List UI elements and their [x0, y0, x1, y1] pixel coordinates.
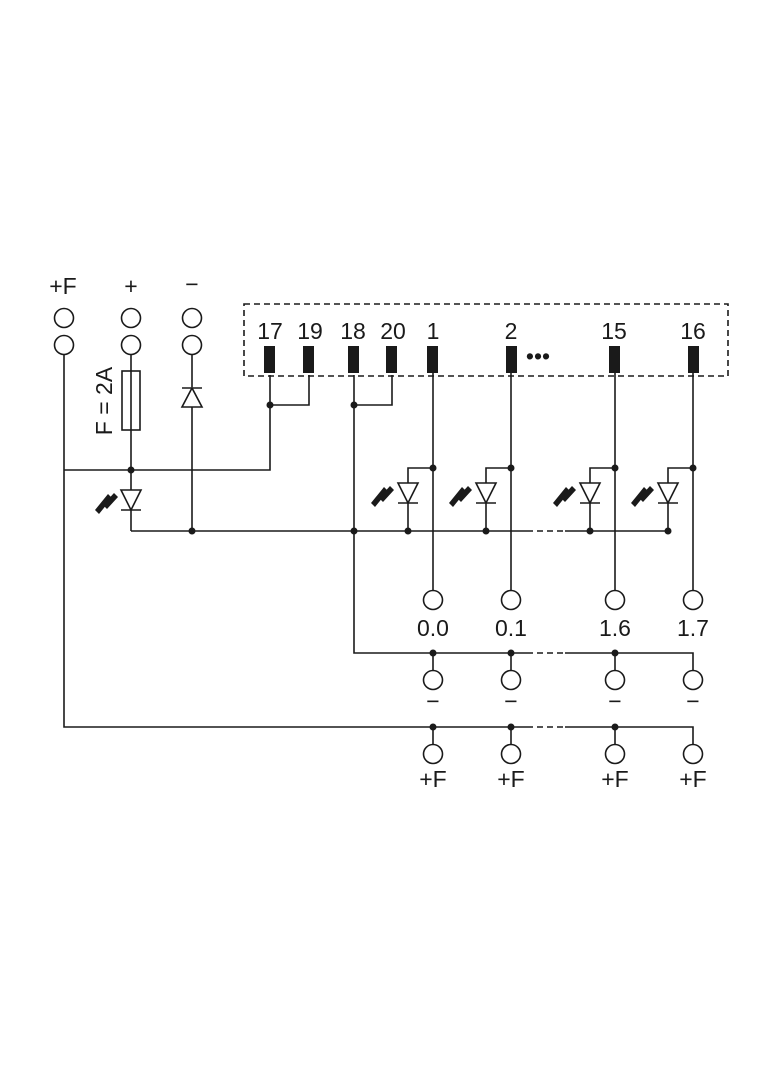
plus-f-terminal	[604, 743, 626, 765]
pin-2-contact	[506, 346, 517, 373]
status-led	[578, 482, 602, 505]
minus-terminal	[682, 669, 704, 691]
pin-label-2: 2	[505, 318, 518, 344]
led-light-arrow-icon	[457, 486, 472, 502]
junction-dot	[429, 723, 437, 731]
plus-f-terminal	[422, 743, 444, 765]
minus-terminal	[500, 669, 522, 691]
led-light-arrow-icon	[631, 487, 648, 507]
pin-label-17: 17	[257, 318, 283, 344]
junction-dot	[482, 527, 490, 535]
pin-19-contact	[303, 346, 314, 373]
minus-terminal	[422, 669, 444, 691]
supply-label-plus: +	[124, 273, 137, 299]
pin-label-1: 1	[427, 318, 440, 344]
minus-label-1: −	[504, 688, 517, 714]
pin-18-contact	[348, 346, 359, 373]
status-led	[474, 482, 498, 505]
power-led	[119, 489, 143, 531]
led-light-arrow-icon	[553, 487, 570, 507]
pin18-link	[353, 375, 433, 654]
supply-terminal-plus-f	[53, 307, 75, 356]
supply-terminal-minus	[181, 307, 203, 356]
led-tap-wire	[667, 467, 693, 483]
power-led-arrows-icon	[95, 493, 118, 514]
led-tap-wire	[485, 467, 511, 483]
supply-terminal-plus	[120, 307, 142, 356]
junction-dot	[664, 527, 672, 535]
minus-terminal	[604, 669, 626, 691]
plus-f-label-2: +F	[601, 766, 628, 792]
led-light-arrow-icon	[379, 486, 394, 502]
junction-dot	[507, 464, 515, 472]
plus-f-rail	[63, 355, 433, 728]
output-terminal	[422, 589, 444, 611]
junction-dot	[689, 464, 697, 472]
minus-label-2: −	[608, 688, 621, 714]
junction-dot	[404, 527, 412, 535]
status-led	[656, 482, 680, 505]
led-light-arrow-icon	[639, 486, 654, 502]
pin-ellipsis: •••	[526, 343, 550, 369]
led-light-arrow-icon	[371, 487, 388, 507]
output-label-2: 1.6	[599, 615, 631, 641]
plus-f-label-3: +F	[679, 766, 706, 792]
junction-dot	[611, 464, 619, 472]
junction-dot	[507, 649, 515, 657]
junction-dot	[266, 401, 274, 409]
junction-dot	[188, 527, 196, 535]
junction-dot	[586, 527, 594, 535]
pin-label-18: 18	[340, 318, 366, 344]
pin-1-contact	[427, 346, 438, 373]
pin-label-15: 15	[601, 318, 627, 344]
minus-label-3: −	[686, 688, 699, 714]
pin19-link	[270, 375, 310, 406]
led-light-arrow-icon	[561, 486, 576, 502]
junction-dot	[429, 464, 437, 472]
pin-label-20: 20	[380, 318, 406, 344]
junction-dot	[507, 723, 515, 731]
output-label-3: 1.7	[677, 615, 709, 641]
plus-f-label-1: +F	[497, 766, 524, 792]
junction-dot	[611, 723, 619, 731]
junction-dot	[611, 649, 619, 657]
junction-dot	[127, 466, 135, 474]
pin-20-contact	[386, 346, 397, 373]
plus-f-bus-b	[565, 726, 694, 744]
plus-f-terminal	[500, 743, 522, 765]
pin20-link	[354, 375, 393, 406]
output-terminal	[682, 589, 704, 611]
pin-15-contact	[609, 346, 620, 373]
output-terminal	[500, 589, 522, 611]
supply-label-plus-f: +F	[49, 273, 76, 299]
led-tap-wire	[407, 467, 433, 483]
pin-16-contact	[688, 346, 699, 373]
connector-housing	[243, 303, 729, 377]
led-light-arrow-icon	[449, 487, 466, 507]
plus-f-terminal	[682, 743, 704, 765]
pin-label-16: 16	[680, 318, 706, 344]
junction-dot	[350, 401, 358, 409]
protection-diode	[180, 386, 204, 408]
minus-label-0: −	[426, 688, 439, 714]
status-led	[396, 482, 420, 505]
pin-label-19: 19	[297, 318, 323, 344]
minus-bus-b	[565, 652, 694, 670]
fuse-label: F = 2A	[91, 366, 117, 435]
output-label-1: 0.1	[495, 615, 527, 641]
supply-label-minus: −	[185, 271, 198, 297]
junction-dot	[429, 649, 437, 657]
plus-f-label-0: +F	[419, 766, 446, 792]
output-terminal	[604, 589, 626, 611]
pin-17-contact	[264, 346, 275, 373]
junction-dot	[350, 527, 358, 535]
output-label-0: 0.0	[417, 615, 449, 641]
led-tap-wire	[589, 467, 615, 483]
